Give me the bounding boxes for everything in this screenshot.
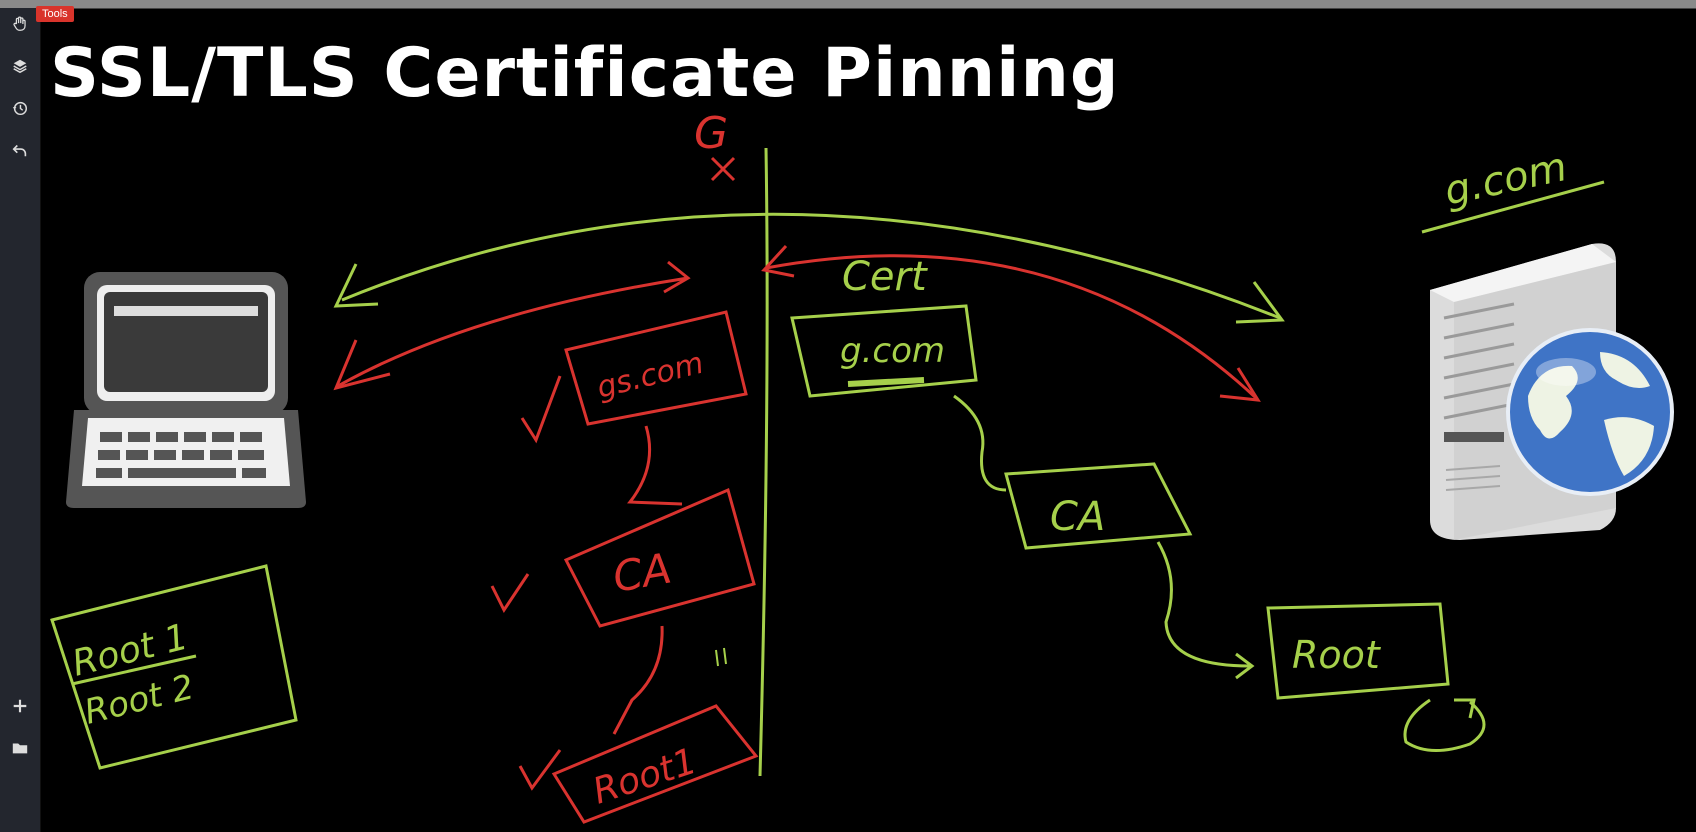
self-signed-loop xyxy=(1403,698,1486,753)
red-arrow-client-to-interceptor xyxy=(337,276,689,388)
red-arrowhead-boundary xyxy=(761,244,795,278)
trust-store-box xyxy=(50,564,298,770)
layers-icon[interactable] xyxy=(6,52,34,80)
root-box-right xyxy=(1266,602,1450,700)
interceptor-label: G xyxy=(694,108,728,159)
fake-root-box xyxy=(551,704,759,824)
folder-icon[interactable] xyxy=(6,734,34,762)
fake-ca-box xyxy=(563,487,756,628)
self-signed-arrowhead xyxy=(1454,698,1476,719)
chain-link-ca-to-root xyxy=(1156,541,1251,668)
cert-domain: g.com xyxy=(840,331,945,371)
check-mark-1 xyxy=(520,375,562,444)
cert-label: Cert xyxy=(842,254,928,300)
server-underline xyxy=(1421,180,1605,234)
drawing-canvas[interactable]: g.com G Cert g.com CA Root gs. xyxy=(40,0,1696,832)
interceptor-mark xyxy=(710,156,736,182)
server-domain-label: g.com xyxy=(1441,144,1571,215)
add-icon[interactable] xyxy=(6,692,34,720)
window-top-bar xyxy=(0,0,1696,9)
check-mark-3 xyxy=(518,749,562,791)
history-icon[interactable] xyxy=(6,94,34,122)
green-connection-arrow xyxy=(341,212,1281,320)
red-arrowhead-server xyxy=(1219,367,1261,402)
laptop-icon xyxy=(66,272,306,508)
chain-link-cert-to-ca xyxy=(953,394,1007,492)
cert-highlight xyxy=(847,377,925,387)
fake-cert-domain: gs.com xyxy=(593,346,707,406)
cert-box xyxy=(790,304,978,398)
slide-title: SSL/TLS Certificate Pinning xyxy=(50,34,1120,113)
equals-mark xyxy=(715,647,727,667)
fake-ca-label: CA xyxy=(609,544,675,602)
tools-tooltip: Tools xyxy=(36,6,74,22)
red-arrowhead-client xyxy=(333,339,391,391)
chain-arrowhead-root xyxy=(1235,652,1255,680)
hand-icon[interactable] xyxy=(6,10,34,38)
server-globe-icon xyxy=(1430,243,1674,540)
red-chain-link-1 xyxy=(627,425,683,506)
check-mark-2 xyxy=(490,573,530,613)
root-label-right: Root xyxy=(1292,633,1382,677)
undo-icon[interactable] xyxy=(6,136,34,164)
red-arrow-interceptor-to-server xyxy=(765,254,1258,400)
trust-store-divider xyxy=(71,654,197,686)
green-arrowhead-right xyxy=(1235,281,1285,324)
red-arrowhead-interceptor xyxy=(663,260,691,294)
ca-label-right: CA xyxy=(1050,494,1105,540)
fake-cert-box xyxy=(564,310,748,426)
tool-sidebar xyxy=(0,8,41,832)
ca-box-right xyxy=(1004,462,1193,550)
red-chain-link-2 xyxy=(612,625,664,735)
green-arrowhead-left xyxy=(333,263,379,308)
attacker-boundary-line xyxy=(758,147,769,777)
